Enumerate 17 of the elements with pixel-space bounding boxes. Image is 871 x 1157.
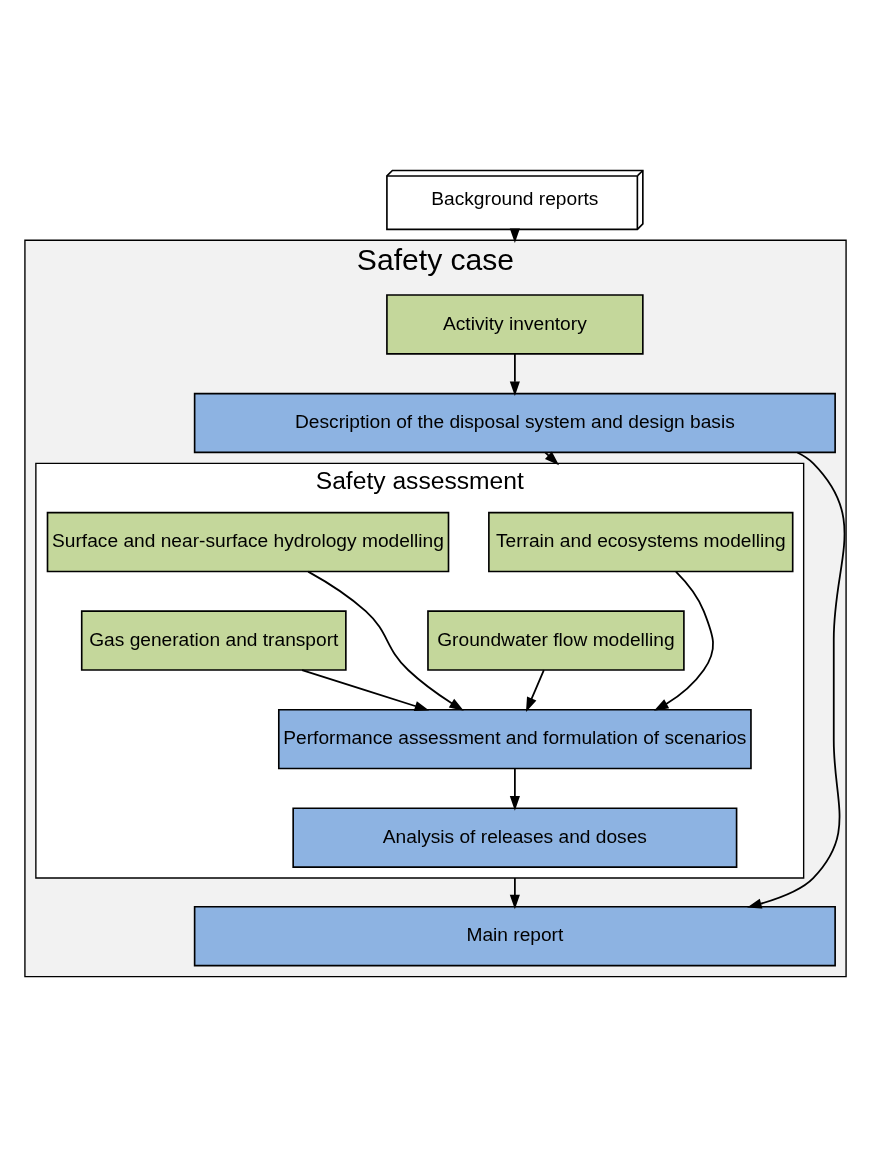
node-box: Analysis of releases and doses [292,806,738,868]
arrow [301,668,430,711]
arrow [509,352,520,396]
arrow [509,876,520,909]
node-box: Surface and near-surface hydrology modelling [46,511,450,572]
node-box: Main report [193,905,836,966]
arrow [509,767,520,811]
arrow [654,570,714,711]
node-box: Groundwater flow modelling [427,609,685,671]
node-box: Terrain and ecosystems modelling [488,511,794,572]
arrow [525,668,545,712]
node-box: Description of the disposal system and design basis [193,392,836,453]
node-box: Performance assessment and formulation of scenarios [278,708,752,769]
node-box: Gas generation and transport [80,609,347,671]
arrow [307,570,464,711]
arrow [544,451,560,465]
node-box: Activity inventory [386,293,644,355]
